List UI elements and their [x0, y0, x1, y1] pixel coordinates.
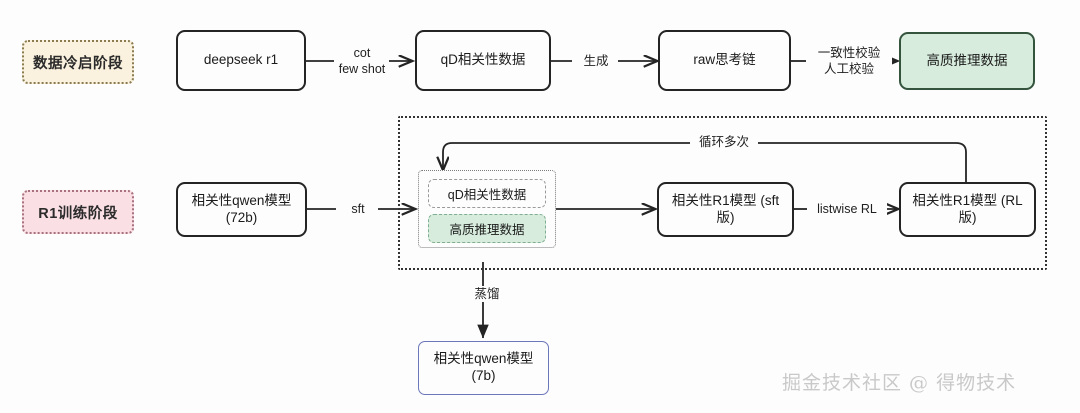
edge-label-loop-many-times: 循环多次: [690, 134, 758, 151]
node-r1-rl[interactable]: 相关性R1模型 (RL版): [899, 182, 1036, 237]
training-data-item-high-quality[interactable]: 高质推理数据: [428, 214, 546, 243]
node-qwen-72b-label: 相关性qwen模型 (72b): [191, 192, 292, 225]
node-qwen-7b-label: 相关性qwen模型 (7b): [433, 351, 534, 383]
training-data-item-qd[interactable]: qD相关性数据: [428, 179, 546, 208]
node-raw-cot[interactable]: raw思考链: [658, 30, 791, 91]
edge-label-cot: cot: [353, 46, 371, 60]
edge-label-consistency-check-line1: 一致性校验: [817, 46, 881, 60]
node-deepseek-r1[interactable]: deepseek r1: [176, 30, 306, 91]
node-raw-cot-label: raw思考链: [693, 52, 756, 68]
edge-label-listwise-rl: listwise RL: [807, 201, 887, 218]
node-high-quality-reasoning[interactable]: 高质推理数据: [899, 32, 1035, 90]
node-r1-sft[interactable]: 相关性R1模型 (sft版): [657, 182, 794, 237]
r1-training-region: [398, 116, 1047, 270]
stage-badge-cold-start-label: 数据冷启阶段: [33, 55, 123, 72]
node-r1-sft-label: 相关性R1模型 (sft版): [671, 192, 780, 225]
stage-badge-cold-start: 数据冷启阶段: [22, 40, 134, 84]
node-r1-rl-label: 相关性R1模型 (RL版): [912, 192, 1023, 225]
edge-label-distill: 蒸馏: [464, 286, 510, 303]
watermark: 掘金技术社区 @ 得物技术: [782, 372, 1017, 394]
node-qwen-72b[interactable]: 相关性qwen模型 (72b): [176, 182, 307, 237]
edge-label-sft: sft: [338, 201, 378, 218]
edge-label-consistency-check: 一致性校验 人工校验: [806, 45, 892, 78]
stage-badge-r1-training: R1训练阶段: [22, 190, 134, 234]
training-data-item-qd-label: qD相关性数据: [447, 188, 527, 202]
node-qd-relevance-data-label: qD相关性数据: [440, 52, 526, 68]
node-high-quality-reasoning-label: 高质推理数据: [926, 52, 1008, 68]
node-deepseek-r1-label: deepseek r1: [203, 52, 279, 68]
node-qwen-7b[interactable]: 相关性qwen模型 (7b): [418, 341, 549, 395]
stage-badge-r1-training-label: R1训练阶段: [38, 205, 118, 222]
edge-label-generate: 生成: [574, 53, 618, 70]
edge-label-few-shot: few shot: [338, 62, 386, 77]
edge-label-cot-few-shot: cot few shot: [335, 45, 389, 78]
node-qd-relevance-data[interactable]: qD相关性数据: [415, 30, 551, 91]
training-data-item-high-quality-label: 高质推理数据: [449, 223, 525, 237]
edge-label-manual-check-line2: 人工校验: [823, 62, 874, 77]
